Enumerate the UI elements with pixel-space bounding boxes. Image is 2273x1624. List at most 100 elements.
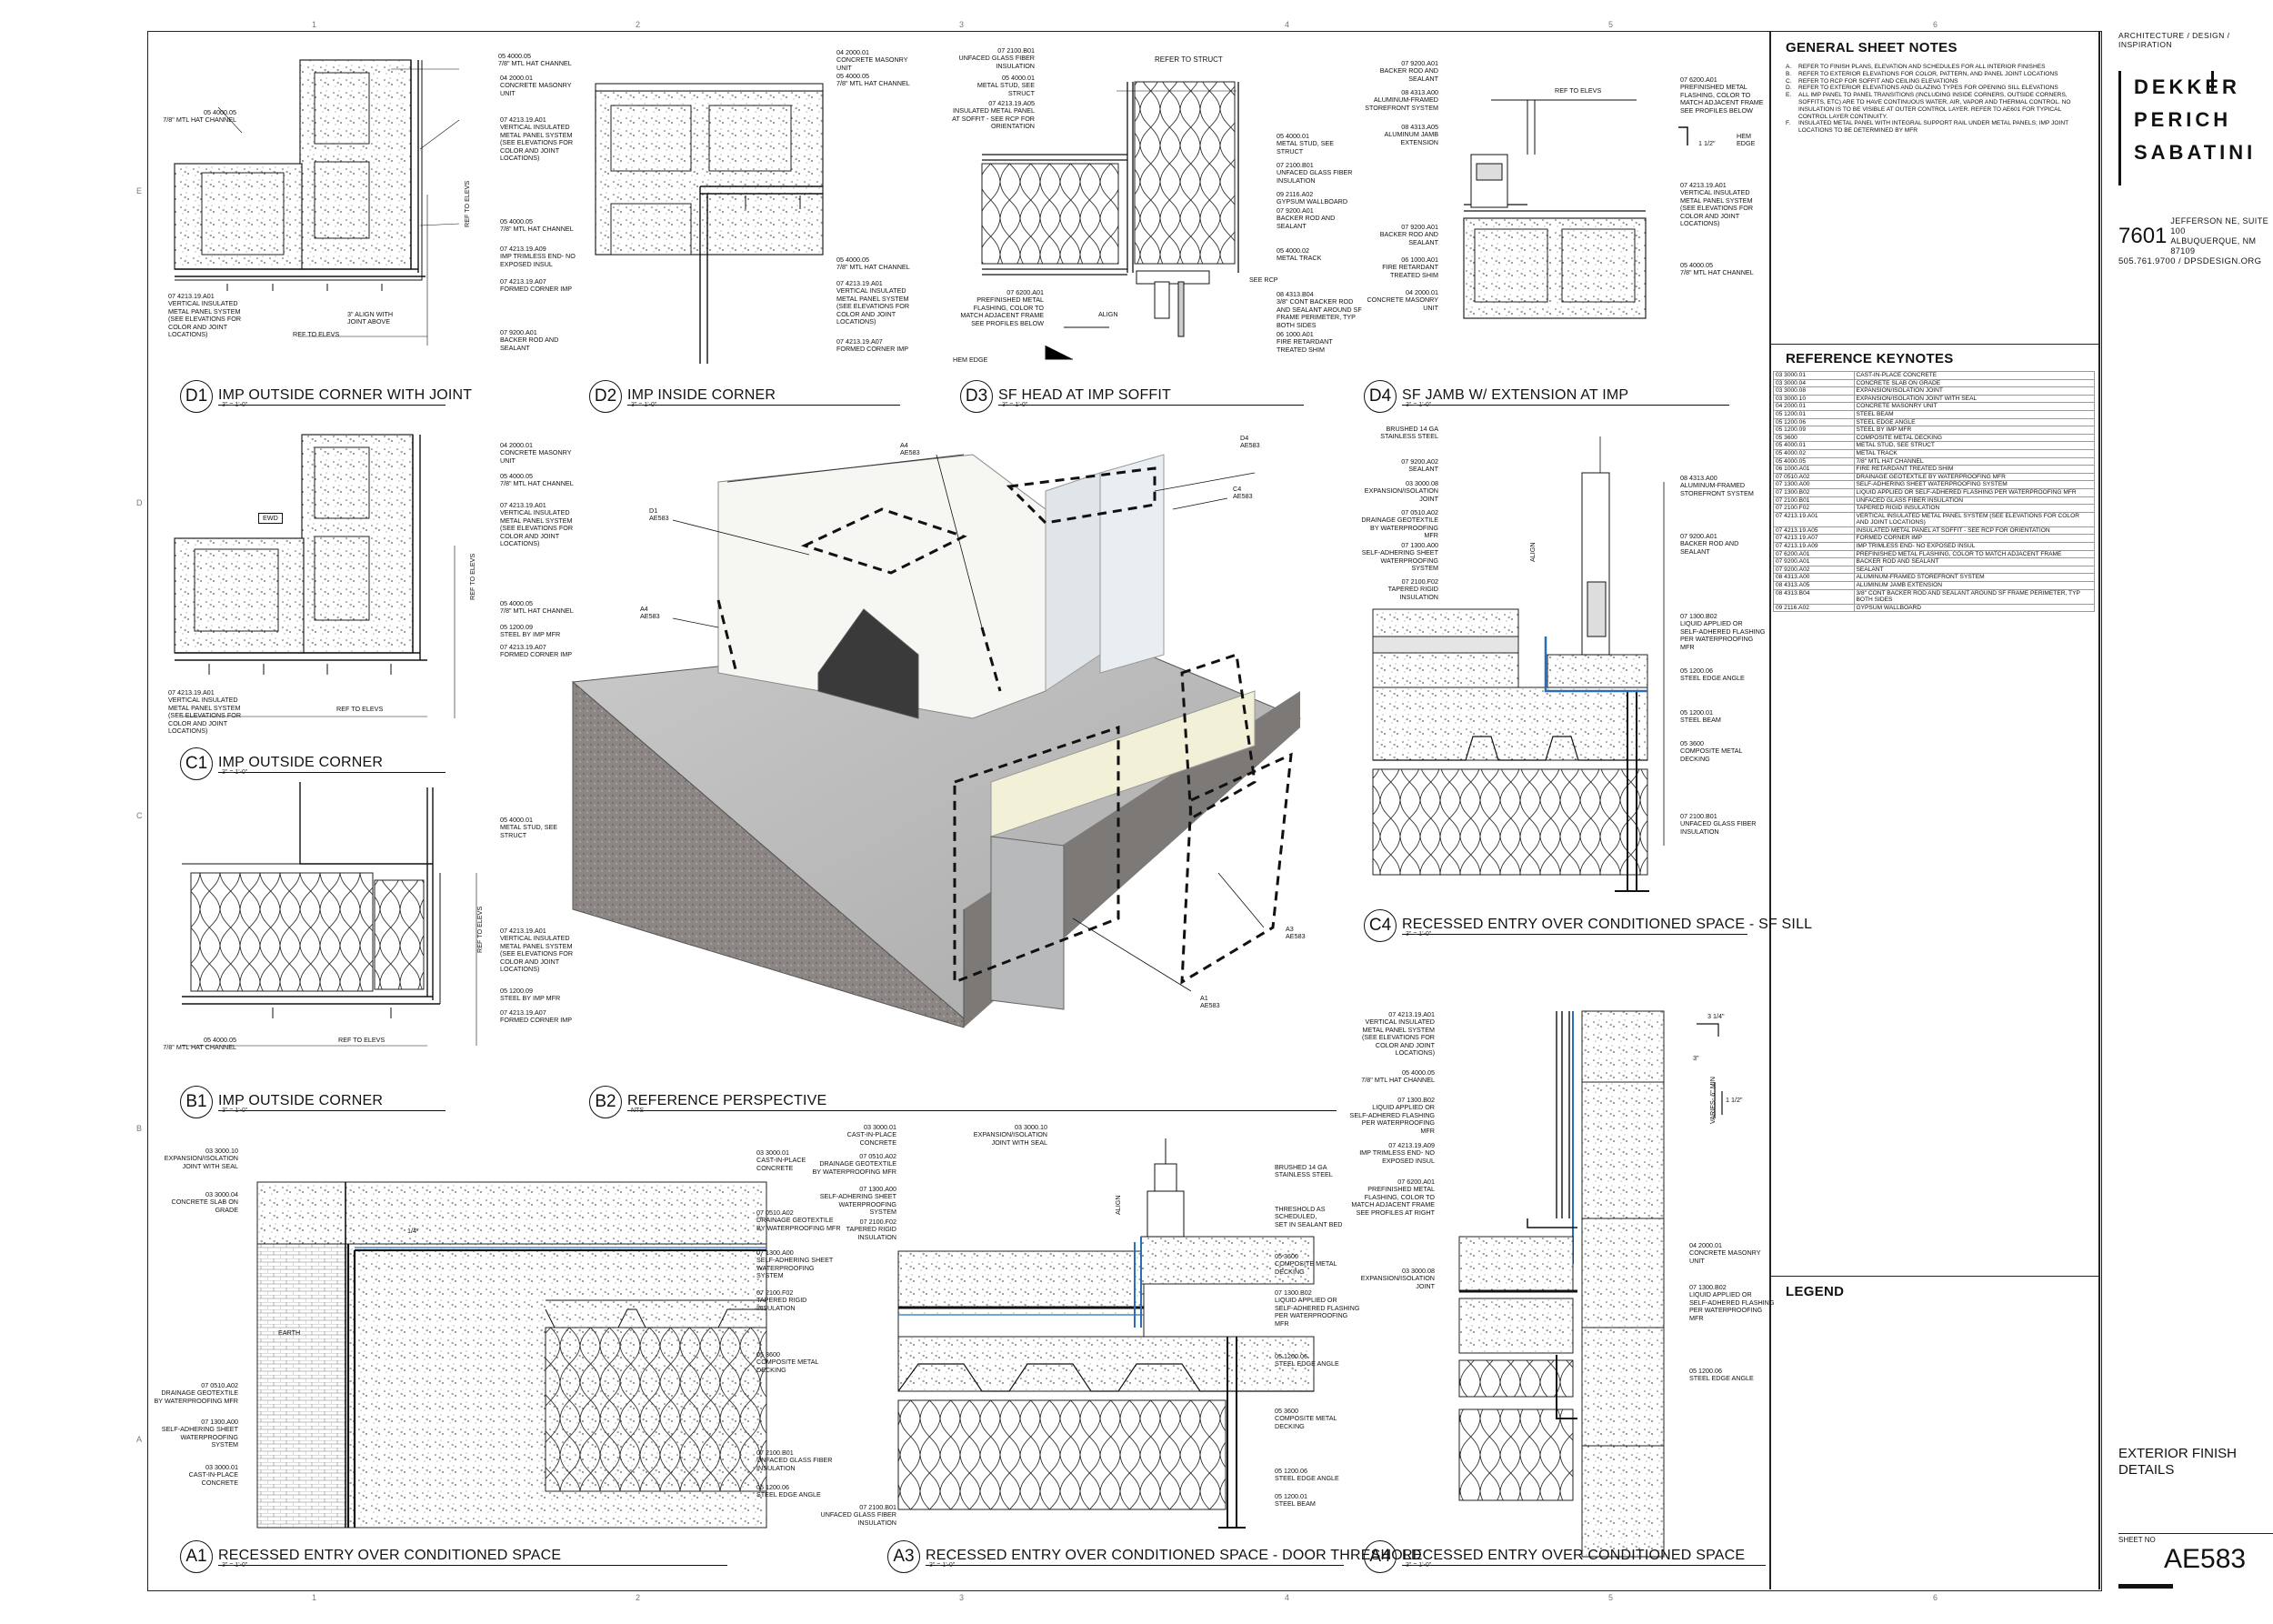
detail-d4-drawing — [1463, 99, 1688, 319]
detail-title: IMP OUTSIDE CORNER — [218, 1093, 446, 1111]
detail-bubble: D3 — [960, 380, 993, 413]
callout-note: 07 2100.B01 UNFACED GLASS FIBER INSULATI… — [1277, 161, 1353, 185]
sheet-no-rule — [2118, 1533, 2273, 1534]
keynote-code: 07 9200.A02 — [1773, 565, 1855, 575]
callout-note: 07 4213.19.A05 INSULATED METAL PANEL AT … — [952, 99, 1035, 131]
callout-note: 05 3600 COMPOSITE METAL DECKING — [1275, 1252, 1337, 1276]
detail-tag-c4[interactable]: C4 RECESSED ENTRY OVER CONDITIONED SPACE… — [1364, 909, 1812, 942]
callout-note: 07 2100.B01 UNFACED GLASS FIBER INSULATI… — [820, 1503, 896, 1527]
detail-title: IMP OUTSIDE CORNER WITH JOINT — [218, 387, 472, 406]
keynote-code: 05 1200.01 — [1773, 409, 1855, 419]
keynote-description: ALUMINUM-FRAMED STOREFRONT SYSTEM — [1853, 573, 2095, 583]
detail-tag-b1[interactable]: B1 IMP OUTSIDE CORNER — [180, 1086, 446, 1118]
callout-note: 06 1000.A01 FIRE RETARDANT TREATED SHIM — [1382, 256, 1438, 279]
callout-note: 07 1300.B02 LIQUID APPLIED OR SELF-ADHER… — [1349, 1096, 1435, 1135]
keynote-description: FORMED CORNER IMP — [1853, 534, 2095, 544]
callout-note: BRUSHED 14 GA STAINLESS STEEL — [1275, 1163, 1333, 1179]
callout-note: 03 3000.01 CAST-IN-PLACE CONCRETE — [756, 1148, 806, 1172]
detail-bubble: B2 — [589, 1086, 622, 1118]
detail-tag-d3[interactable]: D3 SF HEAD AT IMP SOFFIT — [960, 380, 1304, 413]
detail-bubble: B1 — [180, 1086, 213, 1118]
detail-tag-a4[interactable]: A4 RECESSED ENTRY OVER CONDITIONED SPACE — [1364, 1540, 1766, 1573]
callout-note: 07 4213.19.A01 VERTICAL INSULATED METAL … — [168, 688, 242, 736]
keynote-code: 06 1000.A01 — [1773, 465, 1855, 474]
detail-title: REFERENCE PERSPECTIVE — [627, 1093, 1337, 1111]
sheet-border — [147, 31, 2102, 1591]
callout-note: 07 4213.19.A09 IMP TRIMLESS END- NO EXPO… — [1359, 1141, 1435, 1165]
detail-tag-a3[interactable]: A3 RECESSED ENTRY OVER CONDITIONED SPACE… — [887, 1540, 1422, 1573]
detail-tag-d2[interactable]: D2 IMP INSIDE CORNER — [589, 380, 900, 413]
detail-tag-c1[interactable]: C1 IMP OUTSIDE CORNER — [180, 747, 446, 780]
detail-a1-drawing — [256, 1181, 767, 1529]
keynote-description: IMP TRIMLESS END- NO EXPOSED INSUL — [1853, 542, 2095, 551]
grid-top-5: 5 — [1608, 20, 1614, 29]
keynote-description: COMPOSITE METAL DECKING — [1853, 433, 2095, 443]
callout-note: REF TO ELEVS — [1555, 86, 1602, 95]
general-note: C.REFER TO RCP FOR SOFFIT AND CEILING EL… — [1786, 77, 1958, 85]
callout-note: REF TO ELEVS — [336, 705, 384, 713]
keynote-description: ALUMINUM JAMB EXTENSION — [1853, 581, 2095, 590]
detail-c4-drawing — [1372, 436, 1665, 892]
callout-note: 3" — [1693, 1054, 1699, 1062]
general-notes-list: A.REFER TO FINISH PLANS, ELEVATION AND S… — [1786, 64, 2086, 135]
detail-scale: 3" = 1'-0" — [1406, 402, 1432, 408]
callout-note: 05 1200.01 STEEL BEAM — [1680, 708, 1721, 725]
keynote-description: EXPANSION/ISOLATION JOINT WITH SEAL — [1853, 394, 2095, 404]
callout-note: 07 0510.A02 DRAINAGE GEOTEXTILE BY WATER… — [1361, 508, 1438, 540]
callout-note: 06 1000.A01 FIRE RETARDANT TREATED SHIM — [1277, 330, 1333, 354]
keynote-description: UNFACED GLASS FIBER INSULATION — [1853, 496, 2095, 506]
sheet-number: AE583 — [2164, 1544, 2247, 1574]
detail-bubble: A4 — [1364, 1540, 1397, 1573]
callout-note: 3" ALIGN WITH JOINT ABOVE — [347, 310, 394, 326]
callout-note: 05 1200.06 STEEL EDGE ANGLE — [1680, 667, 1745, 683]
callout-note: 07 9200.A01 BACKER ROD AND SEALANT — [1680, 532, 1739, 556]
keynote-description: CONCRETE MASONRY UNIT — [1853, 402, 2095, 411]
callout-note: 07 2100.B01 UNFACED GLASS FIBER INSULATI… — [756, 1449, 833, 1472]
contact-line: 505.761.9700 / DPSDESIGN.ORG — [2118, 256, 2262, 266]
callout-note: 07 4213.19.A01 VERTICAL INSULATED METAL … — [500, 927, 574, 974]
detail-tag-b2[interactable]: B2 REFERENCE PERSPECTIVE — [589, 1086, 1337, 1118]
callout-note: 05 4000.05 7/8" MTL HAT CHANNEL — [1680, 261, 1754, 277]
callout-note: 05 1200.06 STEEL EDGE ANGLE — [1275, 1467, 1339, 1483]
keynote-description: 7/8" MTL HAT CHANNEL — [1853, 456, 2095, 466]
detail-bubble: C4 — [1364, 909, 1397, 942]
callout-note: 05 3600 COMPOSITE METAL DECKING — [756, 1350, 819, 1374]
callout-note: 07 0510.A02 DRAINAGE GEOTEXTILE BY WATER… — [756, 1208, 841, 1232]
keynote-description: STEEL EDGE ANGLE — [1853, 417, 2095, 427]
callout-note: 07 6200.A01 PREFINISHED METAL FLASHING, … — [1351, 1178, 1435, 1217]
detail-bubble: D4 — [1364, 380, 1397, 413]
keynote-code: 05 1200.09 — [1773, 426, 1855, 435]
detail-d2-drawing — [595, 83, 824, 364]
general-notes-title: GENERAL SHEET NOTES — [1786, 40, 1958, 55]
firm-logo: DEKKER PERICH SABATINI — [2118, 71, 2256, 185]
callout-note: 1/4" — [407, 1227, 419, 1235]
callout-note: 04 2000.01 CONCRETE MASONRY UNIT — [1689, 1241, 1761, 1265]
legend-title: LEGEND — [1786, 1284, 1845, 1299]
callout-note: REF TO ELEVS — [476, 906, 484, 953]
detail-a3-drawing — [897, 1138, 1315, 1529]
keynote-code: 07 9200.A01 — [1773, 557, 1855, 566]
keynote-code: 03 3000.01 — [1773, 371, 1855, 380]
detail-tag-d1[interactable]: D1 IMP OUTSIDE CORNER WITH JOINT — [180, 380, 472, 413]
sheet-no-label: SHEET NO — [2118, 1536, 2156, 1544]
callout-note: 07 2100.F02 TAPERED RIGID INSULATION — [756, 1288, 807, 1312]
detail-tag-a1[interactable]: A1 RECESSED ENTRY OVER CONDITIONED SPACE — [180, 1540, 727, 1573]
detail-scale: 3" = 1'-0" — [1406, 931, 1432, 937]
address-number: 7601 — [2118, 224, 2168, 248]
detail-c1-drawing — [174, 434, 456, 718]
callout-note: 05 4000.02 METAL TRACK — [1277, 246, 1322, 263]
keynote-code: 07 4213.19.A05 — [1773, 526, 1855, 536]
grid-bottom-4: 4 — [1285, 1593, 1290, 1602]
detail-tag-d4[interactable]: D4 SF JAMB W/ EXTENSION AT IMP — [1364, 380, 1729, 413]
keynote-code: 07 2100.B01 — [1773, 496, 1855, 506]
keynote-code: 07 4213.19.A07 — [1773, 534, 1855, 544]
